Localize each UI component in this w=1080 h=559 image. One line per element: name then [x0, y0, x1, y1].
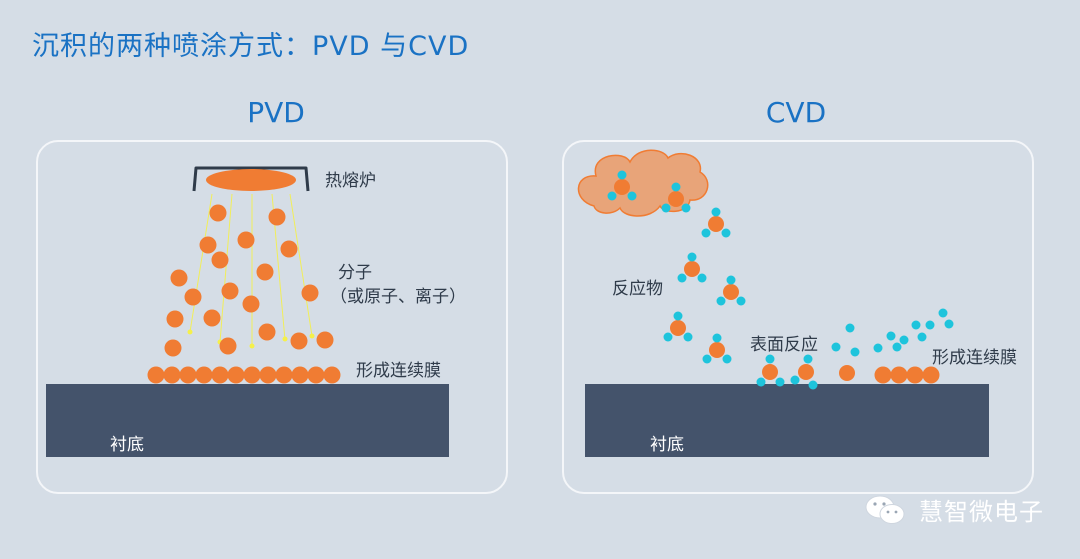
furnace-label: 热熔炉 — [325, 171, 376, 191]
pvd-furnace — [192, 166, 310, 192]
surface-reaction-label: 表面反应 — [750, 335, 818, 355]
pvd-film-label: 形成连续膜 — [356, 361, 441, 381]
cvd-released-particles — [831, 308, 954, 357]
cvd-film-label: 形成连续膜 — [932, 348, 1017, 368]
pvd-heading: PVD — [247, 96, 305, 129]
cvd-reactant-molecules — [607, 170, 746, 364]
pvd-molecules — [164, 204, 334, 357]
cvd-heading: CVD — [765, 96, 827, 129]
page-title: 沉积的两种喷涂方式：PVD 与CVD — [32, 31, 470, 62]
molecule-label: 分子 — [338, 263, 372, 283]
pvd-substrate — [46, 384, 449, 457]
pvd-substrate-label: 衬底 — [110, 435, 144, 455]
molecule-sublabel: （或原子、离子） — [330, 287, 466, 307]
cvd-film — [874, 366, 940, 384]
reactant-label: 反应物 — [612, 279, 663, 299]
wechat-icon — [865, 495, 905, 524]
cvd-substrate — [585, 384, 989, 457]
cvd-substrate-label: 衬底 — [650, 435, 684, 455]
cvd-surface-reaction — [756, 354, 855, 390]
pvd-panel — [36, 140, 508, 494]
watermark-text: 慧智微电子 — [919, 498, 1044, 526]
pvd-film — [147, 366, 341, 384]
pvd-yellow-sparks — [187, 329, 315, 349]
cvd-panel — [562, 140, 1034, 494]
